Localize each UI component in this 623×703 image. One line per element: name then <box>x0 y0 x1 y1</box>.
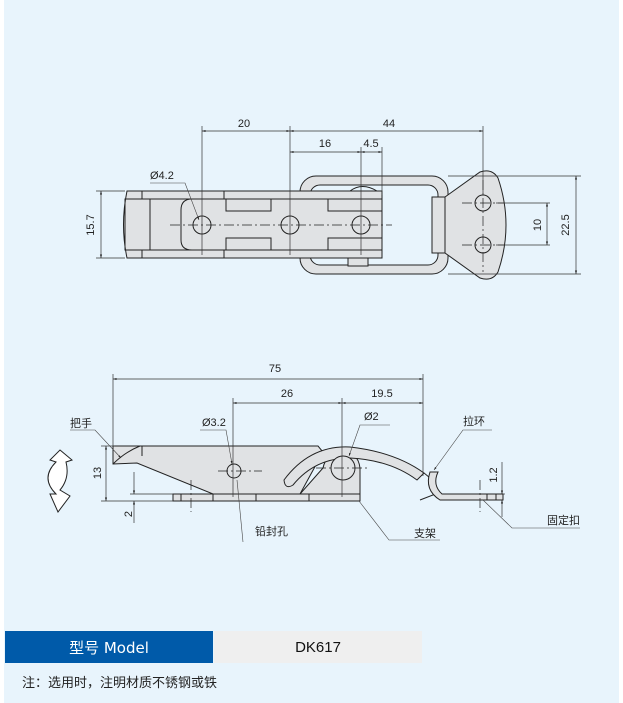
hole-diameter-label: Ø4.2 <box>150 170 174 182</box>
label-catch: 固定扣 <box>547 513 580 527</box>
dim-4-5: 4.5 <box>363 138 378 150</box>
leader-line <box>358 500 440 541</box>
catch-plate <box>444 170 507 280</box>
leader-line <box>433 429 492 471</box>
label-pivot-diameter: Ø2 <box>364 411 379 423</box>
pivot-cap <box>349 186 378 192</box>
dim-20: 20 <box>238 118 250 130</box>
pivot-tab <box>347 257 369 267</box>
label-pull-ring: 拉环 <box>463 414 485 428</box>
base-plate <box>172 493 361 502</box>
leader-line <box>348 424 390 457</box>
dim-44: 44 <box>383 118 395 130</box>
model-value-cell: DK617 <box>214 631 422 663</box>
rotate-arrow-icon <box>47 449 74 513</box>
label-seal-hole: 铅封孔 <box>255 524 288 538</box>
dim-75: 75 <box>269 363 281 375</box>
dim-10: 10 <box>532 219 544 231</box>
top-view: 20 44 16 4.5 15.7 10 22.5 Ø4.2 <box>85 118 581 280</box>
label-bracket: 支架 <box>414 527 436 540</box>
model-header-cell: 型号 Model <box>5 631 213 663</box>
catch-plate-hinge <box>431 196 446 254</box>
material-note: 注：选用时，注明材质不锈钢或铁 <box>22 676 218 691</box>
side-view: 75 26 19.5 13 2 1.2 把手 Ø3.2 Ø2 拉环 铅封孔 支架… <box>47 363 580 543</box>
handle-grip-curve <box>112 445 141 465</box>
dim-2: 2 <box>123 511 135 517</box>
dim-1-2: 1.2 <box>488 467 500 482</box>
label-handle: 把手 <box>70 416 92 430</box>
dim-26: 26 <box>281 388 293 400</box>
leader-line <box>200 429 233 465</box>
leader-line <box>236 479 244 543</box>
leader-line <box>150 182 200 221</box>
leader-line <box>482 499 580 529</box>
latch-body <box>123 190 383 259</box>
label-seal-diameter: Ø3.2 <box>202 417 226 429</box>
body-slot <box>327 237 383 251</box>
dim-13: 13 <box>92 467 104 479</box>
dim-15-7: 15.7 <box>85 214 97 235</box>
drawing-panel <box>4 0 619 703</box>
body-slot <box>225 237 272 251</box>
dim-16: 16 <box>319 138 331 150</box>
handle-outline <box>180 198 193 251</box>
lever-arc <box>283 446 425 488</box>
leader-line <box>70 429 122 459</box>
dim-22-5: 22.5 <box>560 214 572 235</box>
body-slot <box>225 198 272 212</box>
dim-19-5: 19.5 <box>371 388 392 400</box>
body-slot <box>327 198 383 212</box>
handle <box>112 445 324 495</box>
